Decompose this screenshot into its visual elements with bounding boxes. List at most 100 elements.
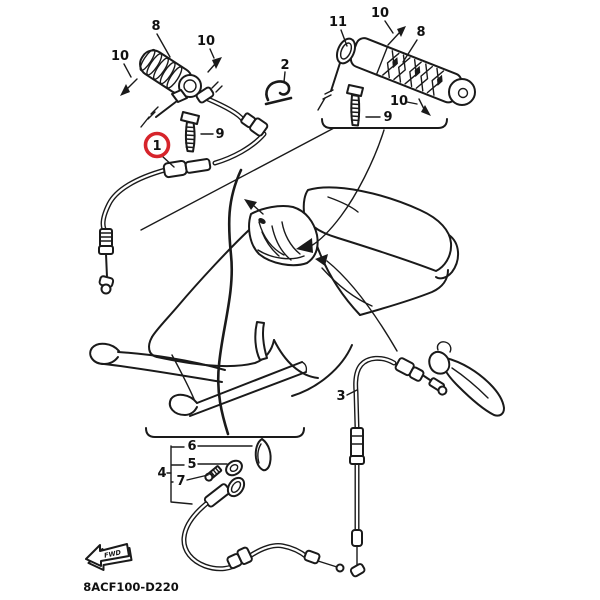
diagram-code: 8ACF100-D220 [83, 580, 179, 594]
routing-arrow-upleft-tail [252, 204, 264, 215]
leader-lines [140, 118, 448, 438]
bracket-top-right-group [321, 118, 448, 129]
grip-right-group [317, 26, 476, 127]
callout-9-left[interactable]: 9 [200, 127, 225, 142]
right-ski-bottom-edge [189, 371, 307, 417]
cable3-adjuster [350, 427, 364, 459]
cable3-tip-barrel [349, 563, 366, 578]
callout-3[interactable]: 3 [336, 389, 358, 404]
svg-text:3[interactable]: 3 [336, 389, 345, 404]
leader-top-right-group [310, 129, 385, 247]
callout-9-right[interactable]: 9 [365, 110, 393, 125]
dart-10-right-bottom [418, 98, 431, 116]
grip-right-rod [330, 62, 341, 92]
svg-text:11[interactable]: 11 [329, 15, 347, 30]
tunnel-left-edge [315, 242, 361, 316]
cable3-bolt [428, 377, 448, 396]
grip-right-end-cap [448, 78, 476, 106]
highlight-circle[interactable] [143, 131, 171, 159]
svg-text:9[interactable]: 9 [383, 110, 392, 125]
throttle-cable-1 [98, 81, 269, 295]
grip-right-rod-tip [317, 97, 326, 111]
dart-10-top-right [207, 57, 222, 73]
brake-cable-3 [349, 341, 505, 578]
right-ski-top-edge [196, 361, 303, 404]
routing-arrow-console [296, 238, 313, 253]
callout-1-highlighted[interactable]: 1 [143, 131, 175, 168]
svg-text:8[interactable]: 8 [416, 25, 425, 40]
console-cable-3 [261, 231, 280, 257]
choke-cable-group [170, 438, 345, 573]
console-cable-1 [271, 225, 292, 261]
svg-text:10[interactable]: 10 [371, 6, 389, 21]
right-ski-tip-curl [168, 393, 198, 416]
bracket-bottom-group [145, 427, 305, 438]
front-strut [171, 354, 195, 400]
choke-cable-wire [317, 560, 338, 568]
callout-2[interactable]: 2 [280, 58, 290, 83]
svg-text:6[interactable]: 6 [187, 439, 196, 454]
cable-clamp-dot [258, 218, 266, 224]
callout-8-top-left[interactable]: 8 [151, 19, 171, 58]
grip-left-stub [171, 89, 188, 103]
callout-7[interactable]: 7 [176, 474, 209, 489]
svg-text:10[interactable]: 10 [197, 34, 215, 49]
rear-board-curve [291, 344, 353, 397]
callout-5[interactable]: 5 [187, 457, 228, 472]
dart-10-top-left [120, 78, 138, 96]
cable1-threaded-end [98, 228, 115, 295]
rear-bumper [435, 234, 459, 280]
right-ski-end [301, 361, 308, 373]
left-ski-tip-curl [89, 342, 120, 365]
dart-10-right-top [387, 26, 406, 46]
console-cable-2 [281, 221, 301, 255]
snowmobile-illustration [89, 186, 459, 417]
svg-text:5[interactable]: 5 [187, 457, 196, 472]
callout-6[interactable]: 6 [187, 439, 253, 454]
svg-text:9[interactable]: 9 [215, 127, 224, 142]
windshield-outline [248, 204, 319, 267]
left-ski-bottom-edge [103, 363, 223, 383]
fwd-direction-icon: FWD [85, 543, 133, 571]
cable1-top-fitting [195, 86, 215, 104]
hood-top-edge [151, 229, 250, 338]
hood-bottom-edge [156, 339, 275, 368]
grommet-5 [225, 459, 243, 477]
cable3-adjuster-nut [349, 455, 365, 465]
svg-text:4[interactable]: 4 [157, 466, 166, 481]
callout-11[interactable]: 11 [329, 15, 348, 47]
callout-10-top-right-b[interactable]: 10 [390, 94, 418, 109]
svg-text:7[interactable]: 7 [176, 474, 185, 489]
routing-arrow-brake [315, 254, 328, 266]
choke-cable-ferrule [303, 549, 321, 565]
svg-text:10[interactable]: 10 [111, 49, 129, 64]
cable3-nipple [423, 375, 431, 381]
svg-text:10[interactable]: 10 [390, 94, 408, 109]
svg-text:1[interactable]: 1 [152, 139, 161, 154]
body-side [273, 339, 319, 379]
fwd-label: FWD [103, 548, 122, 559]
callout-4[interactable]: 4 [157, 466, 172, 481]
svg-text:2[interactable]: 2 [280, 58, 289, 73]
callout-10-top-left-b[interactable]: 10 [197, 34, 215, 59]
seat-seam [327, 196, 359, 213]
leader-cable3-routing [326, 260, 398, 352]
callout-10-top-right-a[interactable]: 10 [371, 6, 394, 34]
grip-right-end-cap-inner [457, 87, 469, 99]
leader-bottom-group [216, 168, 243, 436]
grip-left-rod [155, 100, 178, 118]
brake-lever [428, 341, 505, 417]
callout-10-top-left-a[interactable]: 10 [111, 49, 132, 78]
left-ski-top-edge [117, 351, 226, 371]
choke-cable-end [335, 563, 345, 573]
choke-cable-connector [226, 546, 253, 570]
cable3-top-fitting [394, 357, 425, 382]
callout-8-top-right[interactable]: 8 [402, 25, 426, 63]
cable1-break-marks [211, 81, 223, 93]
end-ring-11-inner [339, 42, 353, 60]
console-inner-line-1 [257, 249, 305, 260]
svg-text:8[interactable]: 8 [151, 19, 160, 34]
rear-fin [254, 321, 268, 361]
bracket-4-lines [170, 445, 193, 505]
